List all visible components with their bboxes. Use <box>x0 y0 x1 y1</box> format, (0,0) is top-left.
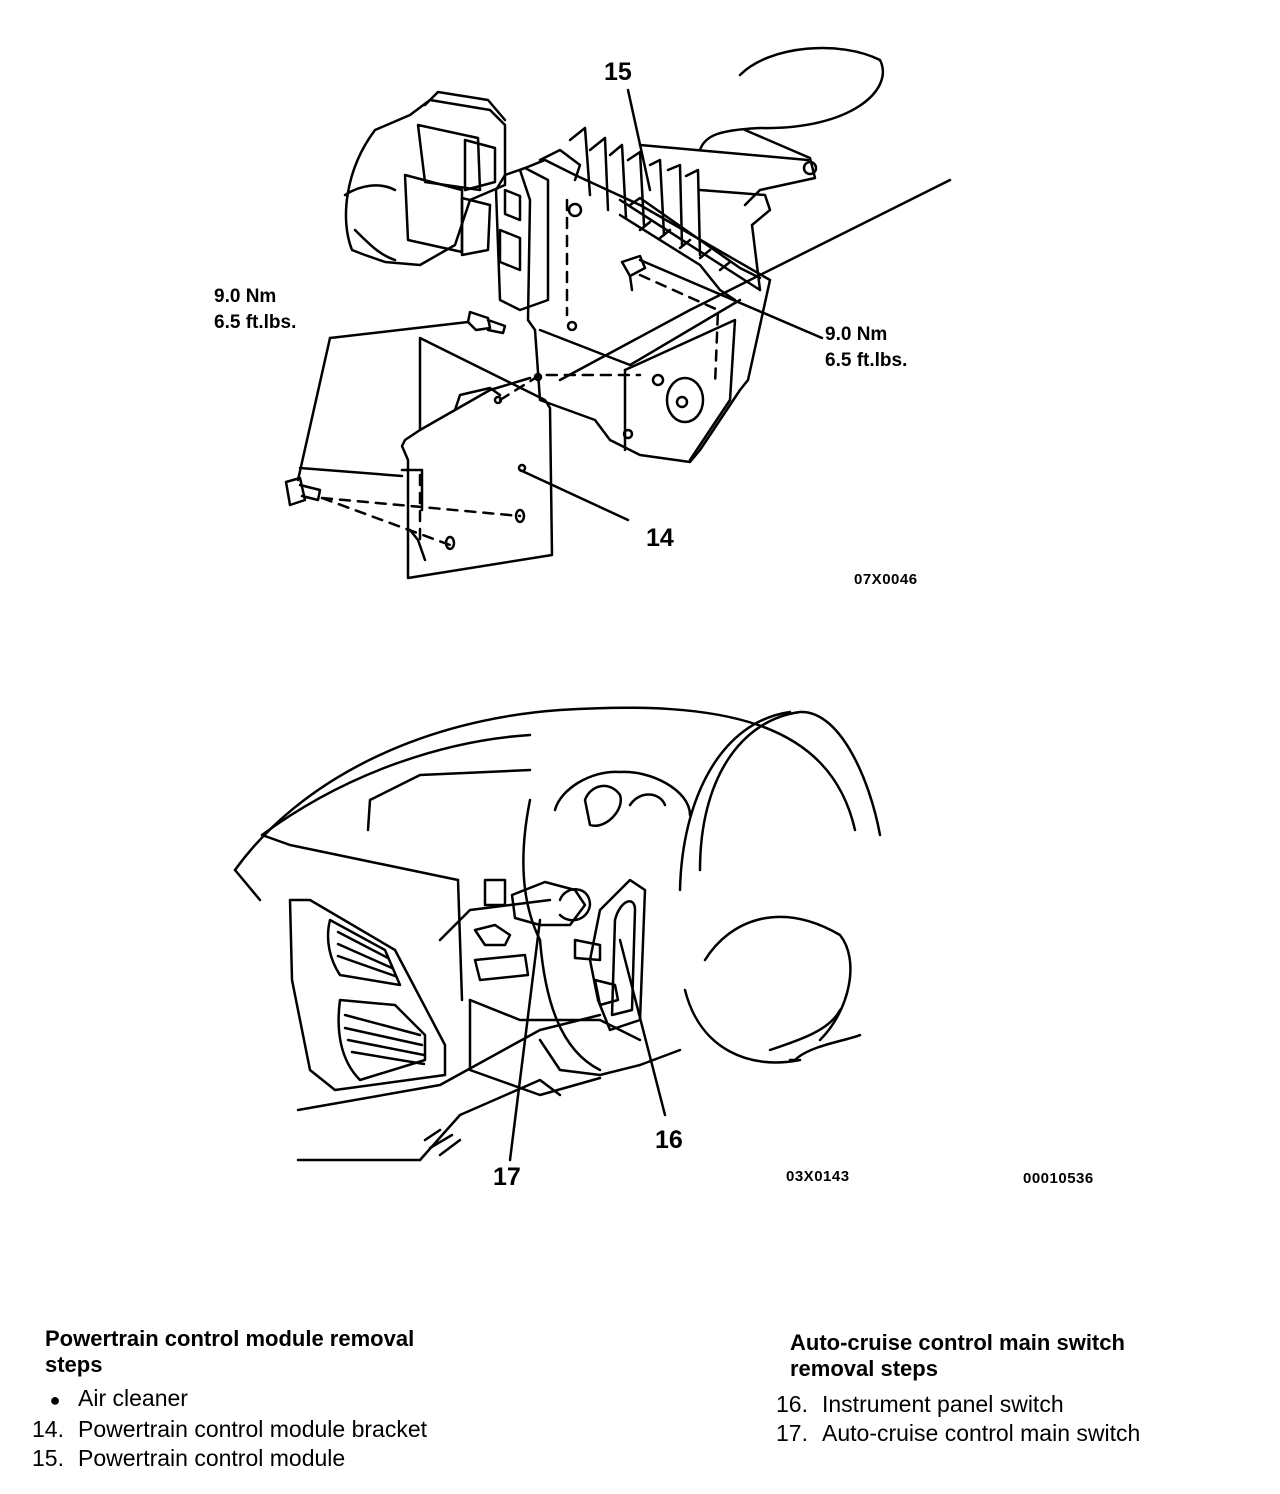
torque-spec-right: 9.0 Nm 6.5 ft.lbs. <box>825 322 907 374</box>
dashboard-diagram <box>233 706 882 1162</box>
callout-16: 16 <box>655 1126 683 1154</box>
callout-14: 14 <box>646 524 674 552</box>
heading-line: Powertrain control module removal <box>45 1326 415 1351</box>
step-text: Instrument panel switch <box>822 1391 1064 1417</box>
pcm-steps-list: ● Air cleaner 14. Powertrain control modul… <box>32 1384 427 1473</box>
pcm-diagram <box>284 46 952 580</box>
heading-line: Auto-cruise control main switch <box>790 1330 1125 1355</box>
step-text: Auto-cruise control main switch <box>822 1420 1141 1446</box>
vent-icon <box>288 898 447 1092</box>
callout-15: 15 <box>604 58 632 86</box>
reference-code: 00010536 <box>1023 1170 1094 1187</box>
body-outline <box>698 46 885 152</box>
list-item: 17. Auto-cruise control main switch <box>776 1419 1140 1448</box>
list-item: 15. Powertrain control module <box>32 1444 427 1473</box>
step-number: 17. <box>776 1420 808 1446</box>
bolt-icon <box>284 310 507 507</box>
figure-code-bottom: 03X0143 <box>786 1168 850 1185</box>
harness-connector-icon <box>343 90 507 267</box>
torque-nm: 9.0 Nm <box>214 286 277 307</box>
instrument-panel-switch-icon <box>573 878 647 1032</box>
list-item: 16. Instrument panel switch <box>776 1390 1140 1419</box>
figure-code-top: 07X0046 <box>854 571 918 588</box>
step-number: 14. <box>32 1416 64 1442</box>
heading-line: removal steps <box>790 1356 938 1381</box>
cruise-removal-heading: Auto-cruise control main switch removal … <box>790 1330 1125 1382</box>
gauge-cluster-icon <box>553 770 692 817</box>
torque-ftlbs: 6.5 ft.lbs. <box>214 312 297 333</box>
pcm-module-icon <box>494 126 772 464</box>
torque-ftlbs: 6.5 ft.lbs. <box>825 350 908 371</box>
callout-17: 17 <box>493 1163 521 1191</box>
list-item: ● Air cleaner <box>32 1384 427 1415</box>
torque-nm: 9.0 Nm <box>825 324 888 345</box>
steering-wheel-icon <box>678 710 882 1064</box>
torque-spec-left: 9.0 Nm 6.5 ft.lbs. <box>214 284 296 336</box>
heading-line: steps <box>45 1352 103 1377</box>
cruise-steps-list: 16. Instrument panel switch 17. Auto-cruis… <box>776 1390 1140 1448</box>
screw-icon <box>620 254 647 292</box>
pcm-removal-heading: Powertrain control module removal steps <box>45 1326 414 1378</box>
cruise-switch-icon <box>510 880 592 927</box>
list-item: 14. Powertrain control module bracket <box>32 1415 427 1444</box>
step-text: Air cleaner <box>78 1385 188 1411</box>
step-number: 16. <box>776 1391 808 1417</box>
step-text: Powertrain control module bracket <box>78 1416 427 1442</box>
bracket-icon <box>400 336 642 580</box>
bullet-marker: ● <box>49 1390 61 1410</box>
step-text: Powertrain control module <box>78 1445 346 1471</box>
switch-cluster-icon <box>473 878 530 982</box>
step-number: 15. <box>32 1445 64 1471</box>
